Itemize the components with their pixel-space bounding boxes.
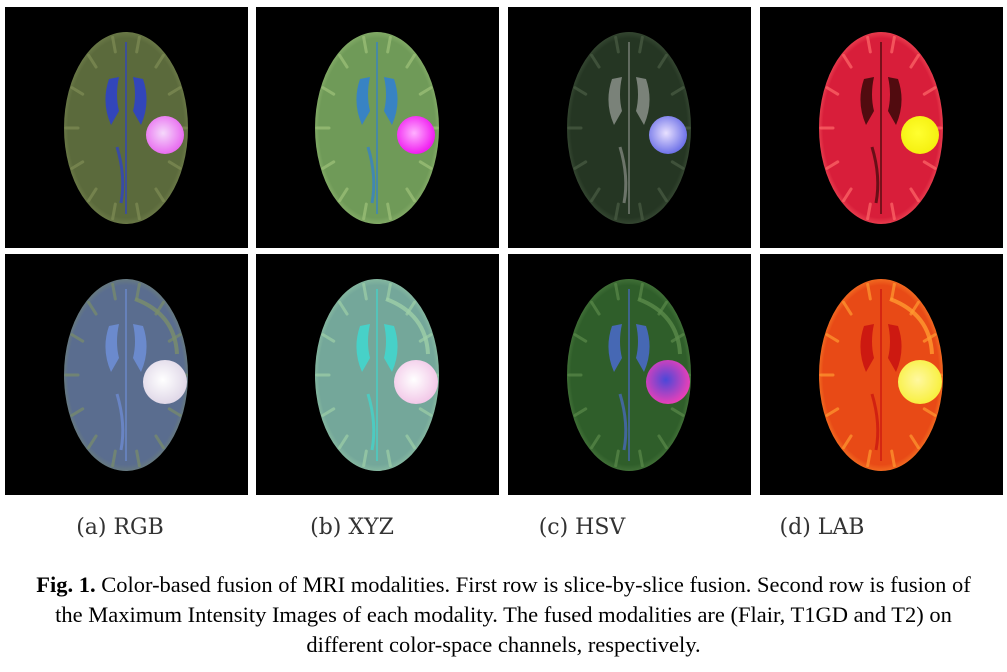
brain-image-xyz-mip — [256, 254, 499, 495]
brain-scan-graphic — [567, 32, 691, 224]
subfigure-label-b: (b) XYZ — [310, 515, 394, 540]
brain-image-lab-slice — [760, 7, 1003, 248]
subfigure-label-a: (a) RGB — [76, 515, 164, 540]
brain-scan-graphic — [819, 32, 943, 224]
ventricles — [860, 77, 902, 125]
figure-grid — [5, 7, 1003, 495]
brain-image-lab-mip — [760, 254, 1003, 495]
subfigure-label-d: (d) LAB — [779, 515, 865, 540]
caption-prefix: Fig. 1. — [36, 572, 96, 597]
tumor-region — [898, 360, 942, 404]
figure-caption: Fig. 1. Color-based fusion of MRI modali… — [20, 570, 987, 660]
ventricles — [608, 324, 650, 372]
tumor-region — [649, 116, 687, 154]
tumor-region — [901, 116, 939, 154]
tumor-region — [143, 360, 187, 404]
brain-image-rgb-slice — [5, 7, 248, 248]
tumor-region — [646, 360, 690, 404]
subfigure-labels: (a) RGB (b) XYZ (c) HSV (d) LAB — [0, 515, 1007, 551]
brain-image-xyz-slice — [256, 7, 499, 248]
ventricles — [860, 324, 902, 372]
brain-image-hsv-mip — [508, 254, 751, 495]
brain-scan-graphic — [315, 32, 439, 224]
brain-scan-graphic — [64, 279, 188, 471]
tumor-region — [146, 116, 184, 154]
brain-scan-graphic — [819, 279, 943, 471]
ventricles — [608, 77, 650, 125]
tumor-region — [394, 360, 438, 404]
subfigure-label-c: (c) HSV — [538, 515, 626, 540]
brain-scan-graphic — [64, 32, 188, 224]
ventricles — [105, 77, 147, 125]
tumor-region — [397, 116, 435, 154]
brain-image-rgb-mip — [5, 254, 248, 495]
caption-text: Color-based fusion of MRI modalities. Fi… — [55, 572, 971, 657]
brain-scan-graphic — [315, 279, 439, 471]
ventricles — [105, 324, 147, 372]
ventricles — [356, 77, 398, 125]
ventricles — [356, 324, 398, 372]
brain-image-hsv-slice — [508, 7, 751, 248]
brain-scan-graphic — [567, 279, 691, 471]
